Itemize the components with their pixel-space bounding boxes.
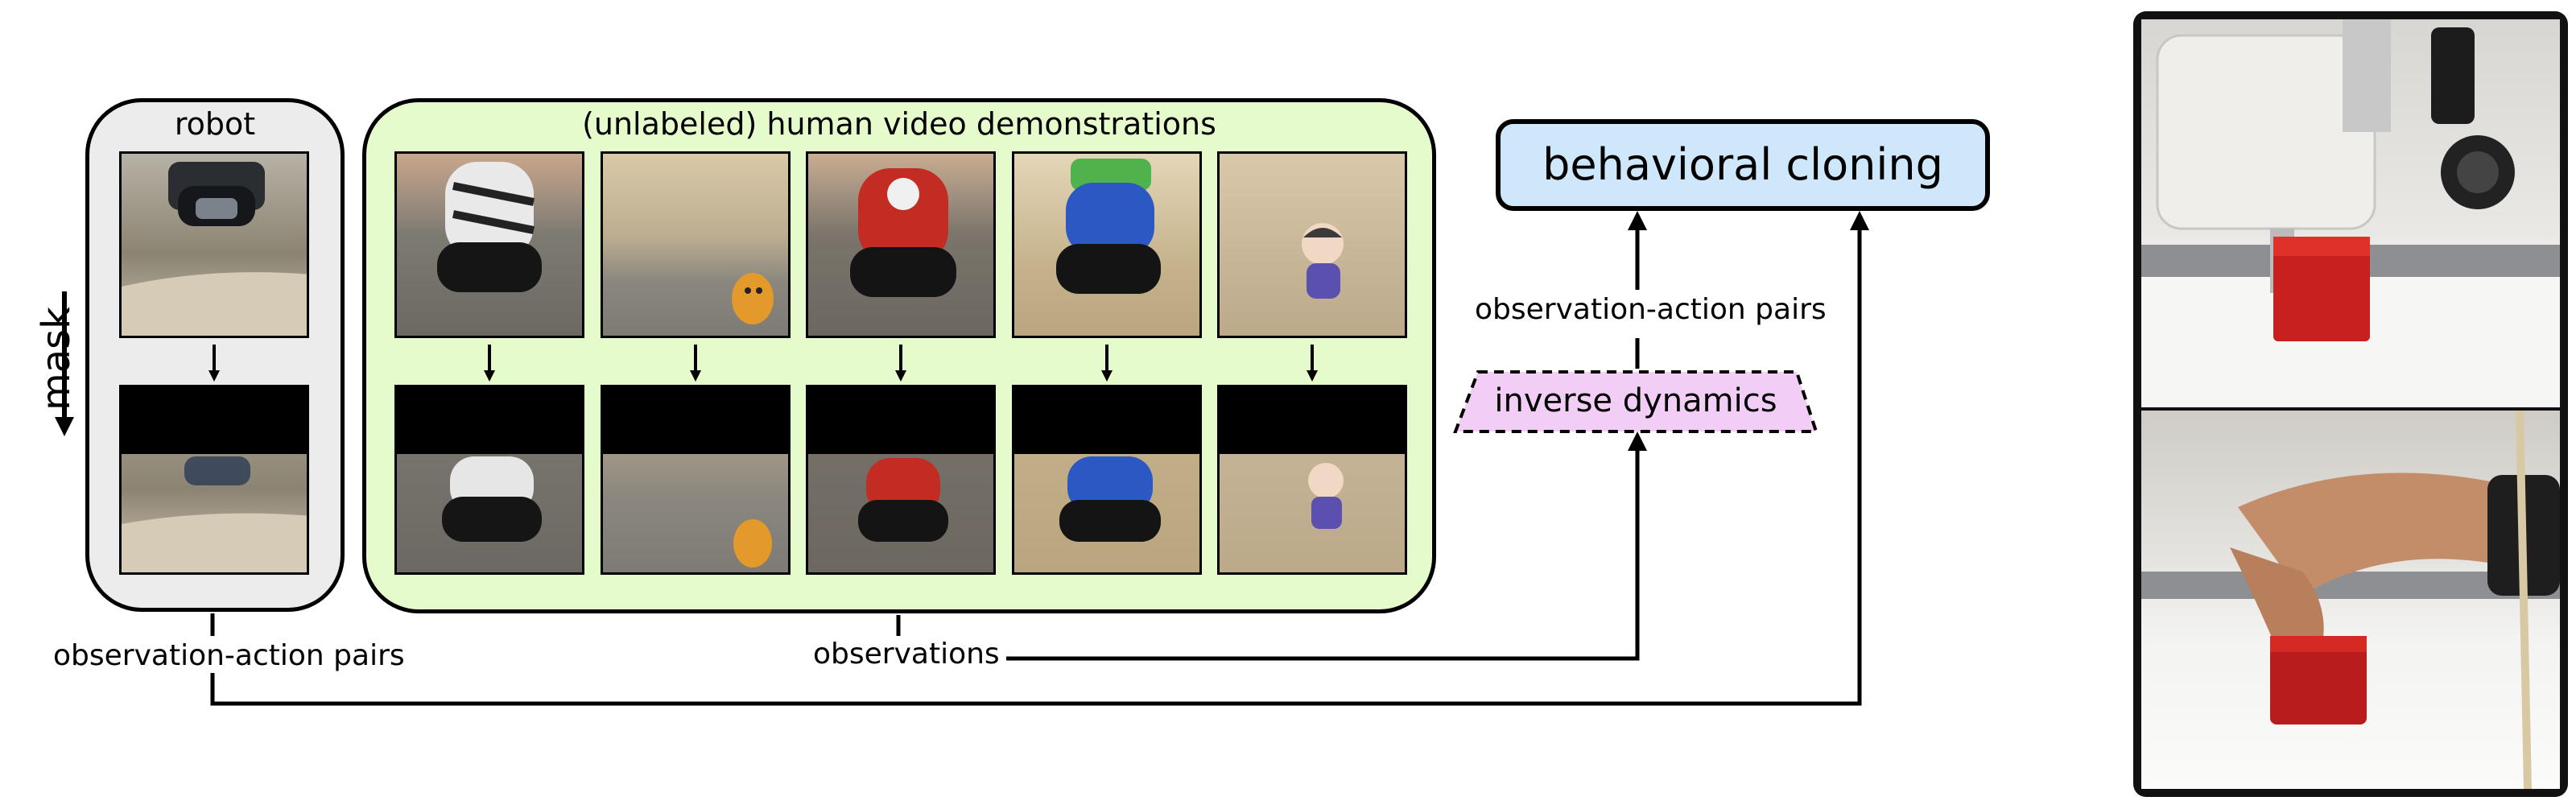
mask-band [808, 387, 993, 454]
behavioral-cloning-label: behavioral cloning [1542, 139, 1943, 190]
human-hand-photo [2141, 411, 2560, 789]
toy-green-blue-robot-icon [1056, 159, 1161, 294]
human-masked-image-2 [601, 385, 791, 575]
mask-band [1014, 387, 1199, 454]
human-masked-image-3 [806, 385, 996, 575]
observations-label: observations [807, 638, 1006, 671]
toy-red-robot-icon [858, 458, 948, 542]
human-masked-image-5 [1217, 385, 1407, 575]
robot-panel-title: robot [174, 106, 256, 142]
robot-observation-image [119, 151, 309, 338]
human-panel-title: (unlabeled) human video demonstrations [582, 106, 1216, 142]
arrowhead-inverse-dynamics [1628, 431, 1647, 451]
toy-white-robot-icon [442, 456, 542, 542]
toy-purple-doll-icon [1302, 223, 1344, 299]
arrowhead-bc-right [1850, 211, 1869, 230]
robot-arm-red-cube-icon [2141, 19, 2560, 407]
behavioral-cloning-box [1496, 119, 1990, 211]
mask-band [122, 387, 307, 454]
human-masked-image-4 [1012, 385, 1202, 575]
human-demo-image-2 [601, 151, 791, 338]
robot-gripper-icon [122, 162, 307, 336]
robot-pairs-label: observation-action pairs [47, 639, 411, 672]
human-demo-image-1 [394, 151, 584, 338]
mask-band [1220, 387, 1405, 454]
photo-frame [2133, 11, 2568, 797]
arrowhead-bc-left [1628, 211, 1647, 230]
robot-gripper-icon [122, 456, 307, 572]
robot-arm-photo [2141, 19, 2560, 407]
toy-purple-doll-icon [1308, 463, 1344, 529]
human-demo-image-5 [1217, 151, 1407, 338]
inverse-dynamics-label: inverse dynamics [1494, 382, 1777, 419]
toy-white-robot-icon [437, 162, 542, 292]
human-masked-image-1 [394, 385, 584, 575]
mask-band [397, 387, 582, 454]
toy-green-blue-robot-icon [1059, 456, 1161, 542]
toy-orange-figure-icon [732, 273, 774, 324]
id-pairs-label: observation-action pairs [1468, 293, 1833, 326]
toy-red-robot-icon [850, 168, 956, 297]
human-demo-image-4 [1012, 151, 1202, 338]
mask-band [603, 387, 788, 454]
robot-masked-observation-image [119, 385, 309, 575]
toy-orange-figure-icon [733, 519, 772, 568]
human-demo-image-3 [806, 151, 996, 338]
human-hand-red-cube-icon [2141, 411, 2560, 789]
